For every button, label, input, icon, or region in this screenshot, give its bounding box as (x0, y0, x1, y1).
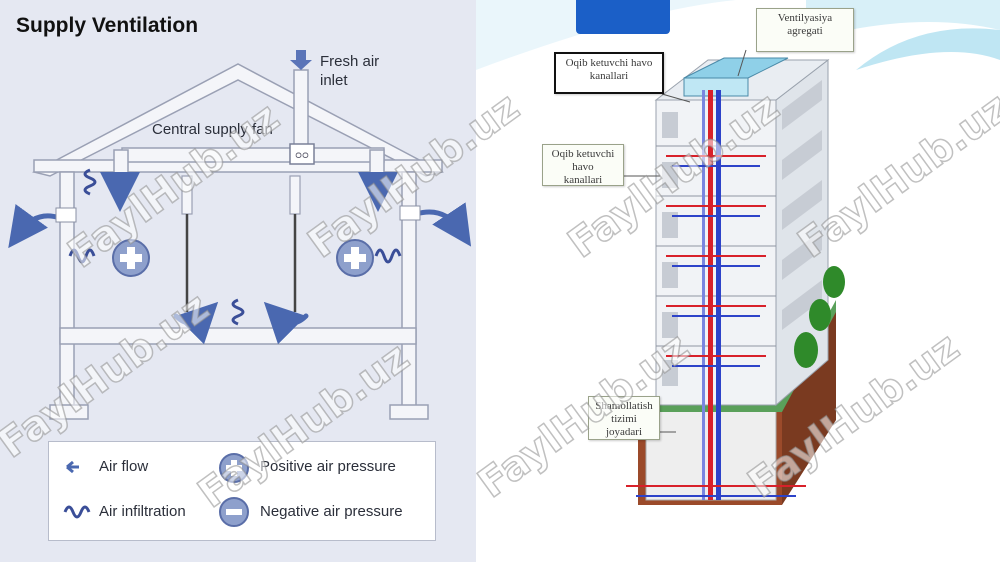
legend-positive-pressure: Positive air pressure (260, 458, 396, 475)
legend-air-infiltration: Air infiltration (99, 503, 186, 520)
air-infiltration-legend-icon (63, 505, 91, 519)
supply-drops (181, 175, 301, 312)
fresh-air-inlet-pipe (290, 50, 312, 149)
title-tab (576, 0, 670, 34)
trees (794, 266, 845, 368)
house-cross-section: ᴑᴑ (8, 50, 472, 420)
supply-duct: ᴑᴑ (113, 143, 385, 175)
diagram-title: Supply Ventilation (16, 14, 199, 37)
building-ventilation-illustration: Ventilyasiya agregati Oqib ketuvchi havo… (476, 0, 1000, 562)
positive-pressure-icon (112, 239, 374, 277)
air-infiltration-icon (68, 168, 402, 326)
fresh-air-inlet-label: Fresh air inlet (320, 53, 380, 89)
air-flow-legend-icon (66, 460, 79, 474)
ventilation-system-callout: Shamollatish tizimi joyadari (588, 396, 660, 440)
legend-negative-pressure: Negative air pressure (260, 503, 403, 520)
walls (49, 171, 429, 420)
legend: Air flow Air infiltration Positive air p… (48, 441, 436, 541)
fresh-air-arrow-icon (290, 50, 312, 70)
building-illustration (476, 0, 1000, 505)
roof (31, 63, 445, 177)
exhaust-duct-callout-top: Oqib ketuvchi havo kanallari (554, 52, 664, 94)
vertical-ducts (702, 90, 721, 500)
supply-ventilation-diagram: ᴑᴑ (0, 0, 476, 562)
ventilation-unit-callout: Ventilyasiya agregati (756, 8, 854, 52)
svg-text:ᴑᴑ: ᴑᴑ (295, 150, 309, 161)
central-supply-fan-label: Central supply fan (152, 121, 273, 138)
exhaust-duct-callout-mid: Oqib ketuvchi havo kanallari (542, 144, 624, 186)
legend-air-flow: Air flow (99, 458, 149, 475)
windows (662, 80, 822, 386)
fan-icon (289, 143, 315, 165)
branch-ducts (626, 155, 806, 497)
